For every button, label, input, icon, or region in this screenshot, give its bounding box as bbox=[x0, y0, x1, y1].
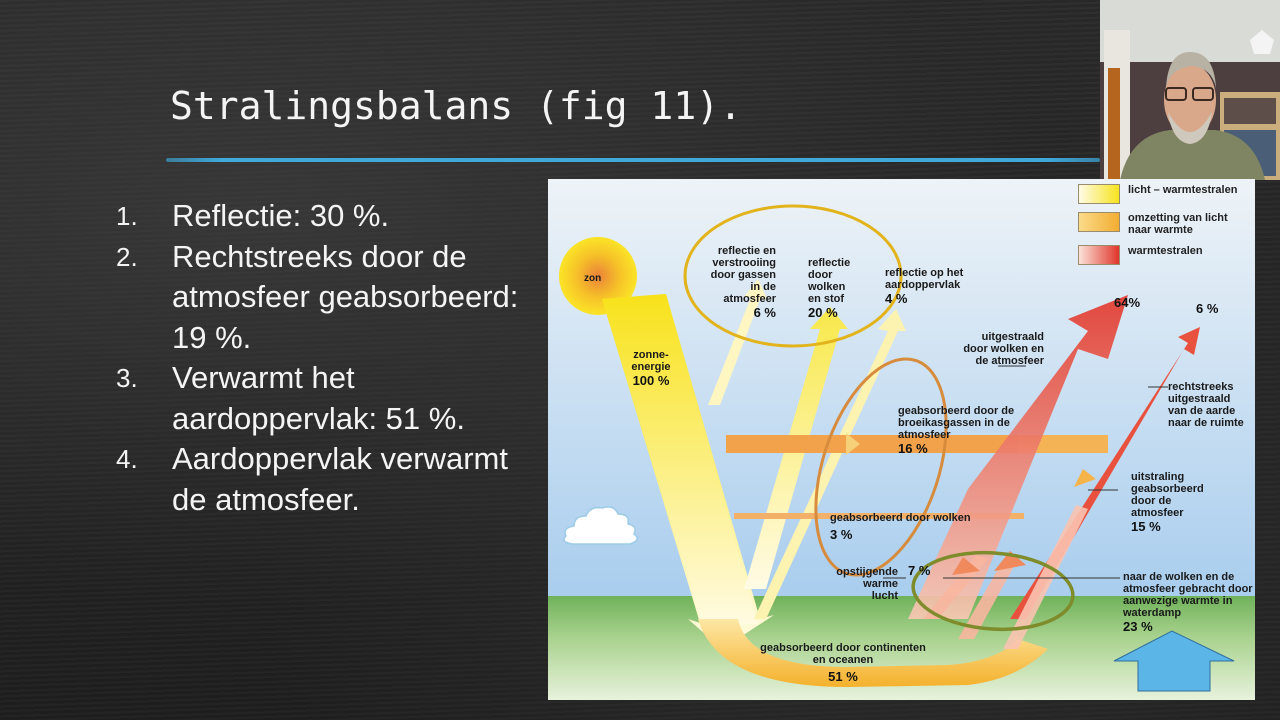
legend-item-conversion: omzetting van licht naar warmte bbox=[1078, 212, 1248, 236]
emitted-clouds-label: uitgestraald door wolken en de atmosfeer bbox=[963, 331, 1044, 367]
reflection-surface-label: reflectie op het aardoppervlak 4 % bbox=[885, 267, 964, 306]
sun-icon bbox=[559, 237, 637, 315]
outgoing-direct-label: 6 % bbox=[1196, 301, 1219, 316]
rising-air-label: opstijgende warme lucht bbox=[836, 566, 898, 602]
legend-swatch-yellow bbox=[1078, 184, 1120, 204]
sun-label: zon bbox=[584, 273, 602, 284]
rising-air-pct: 7 % bbox=[908, 563, 931, 578]
reflection-gas-arrow bbox=[708, 279, 767, 405]
radiation-diagram-graphics bbox=[548, 179, 1255, 700]
ghg-absorbed-band bbox=[726, 435, 1026, 453]
point-item: 4.Aardoppervlak verwarmt de atmosfeer. bbox=[116, 441, 508, 517]
reflection-gas-label: reflectie en verstrooiing door gassen in… bbox=[710, 245, 776, 320]
surface-heat-highlight-ellipse bbox=[911, 550, 1075, 632]
cloud-absorbed-band bbox=[734, 513, 1024, 519]
outgoing-heat-arrow bbox=[908, 295, 1128, 619]
surface-absorbed-label: geabsorbeerd door continenten en oceanen… bbox=[760, 642, 926, 684]
presenter-video-frame bbox=[1100, 0, 1280, 180]
surface-absorbed-band bbox=[698, 619, 1048, 687]
solar-energy-label: zonne- energie 100 % bbox=[631, 349, 671, 388]
reflection-clouds-label: reflectie door wolken en stof 20 % bbox=[808, 257, 851, 320]
radiation-absorbed-label: uitstraling geabsorbeerd door de atmosfe… bbox=[1131, 471, 1204, 534]
legend-swatch-orange bbox=[1078, 212, 1120, 232]
cloud-icon bbox=[563, 506, 638, 545]
water-vapour-label: naar de wolken en de atmosfeer gebracht … bbox=[1123, 571, 1253, 634]
reflection-highlight-ellipse bbox=[683, 204, 903, 348]
radiation-balance-figure: licht – warmtestralen omzetting van lich… bbox=[548, 179, 1255, 700]
legend-swatch-red bbox=[1078, 245, 1120, 265]
outgoing-total-label: 64% bbox=[1114, 295, 1141, 310]
point-item: 2.Rechtstreeks door de atmosfeer geabsor… bbox=[116, 238, 519, 355]
absorption-highlight-ellipse bbox=[814, 357, 948, 577]
up-arrow-icon bbox=[1113, 630, 1235, 692]
direct-space-label: rechtstreeks uitgestraald van de aarde n… bbox=[1168, 381, 1244, 429]
presenter-webcam bbox=[1100, 0, 1280, 180]
point-item: 3.Verwarmt het aardoppervlak: 51 %. bbox=[116, 360, 465, 436]
legend-item-light: licht – warmtestralen bbox=[1078, 184, 1237, 204]
key-points-list: 1.Reflectie: 30 %. 2.Rechtstreeks door d… bbox=[116, 196, 536, 520]
slide-title: Stralingsbalans (fig 11). bbox=[170, 84, 742, 128]
reflection-surface-arrow bbox=[754, 309, 906, 619]
cloud-absorbed-label: geabsorbeerd door wolken 3 % bbox=[830, 512, 971, 542]
point-item: 1.Reflectie: 30 %. bbox=[116, 198, 390, 233]
legend-item-heat: warmtestralen bbox=[1078, 245, 1203, 265]
title-underline bbox=[166, 158, 1100, 162]
ghg-absorbed-label: geabsorbeerd door de broeikasgassen in d… bbox=[898, 405, 1015, 456]
